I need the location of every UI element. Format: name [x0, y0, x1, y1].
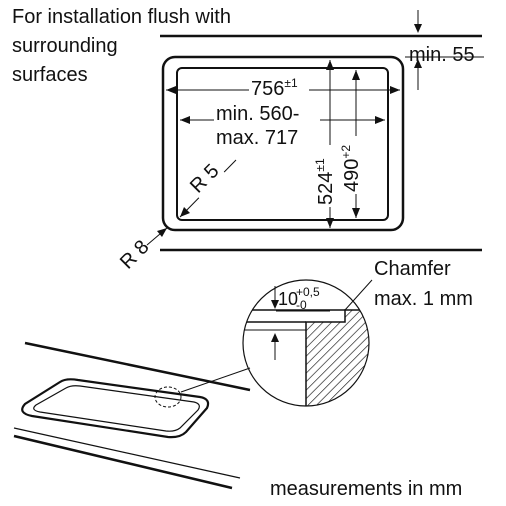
overall-width-value: 756: [251, 78, 284, 100]
recess-depth-label: 10: [278, 289, 298, 309]
inner-radius-arrowhead: [180, 207, 190, 217]
svg-text:756±1: 756±1: [251, 76, 298, 100]
hatched-worktop-section: [305, 309, 369, 406]
cutout-depth-label: 490+2: [339, 136, 363, 194]
detail-leader: [180, 367, 251, 393]
recess-tolerance-upper: +0,5: [296, 285, 320, 299]
cutout-depth-arrow-top: [352, 70, 360, 80]
cutout-width-max-label: max. 717: [216, 127, 298, 149]
cutout-width-arrow-left: [180, 116, 190, 124]
overall-depth-value: 524: [315, 172, 337, 205]
cutout-depth-arrow-bottom: [352, 208, 360, 218]
perspective-hob-outer: [21, 378, 210, 439]
cutout-width-label: min. 560- max. 717: [214, 103, 320, 149]
recess-dim-arrowhead-top: [271, 300, 279, 309]
recess-depth-value: 10: [278, 289, 298, 309]
svg-text:524±1: 524±1: [313, 158, 337, 205]
outer-radius-label: R 8: [116, 236, 154, 274]
inner-radius-label: R 5: [186, 160, 224, 198]
cutout-depth-value: 490: [341, 159, 363, 192]
recess-dim-arrowhead-bottom: [271, 333, 279, 342]
recess-tolerance-lower: -0: [296, 298, 307, 312]
units-note: measurements in mm: [270, 478, 463, 500]
overall-width-label: 756±1: [249, 76, 309, 100]
perspective-worktop-line-2: [13, 427, 241, 479]
overall-depth-tolerance: ±1: [313, 158, 327, 172]
edge-dim-arrowhead-top: [414, 24, 422, 33]
heading-line-2: surrounding: [12, 35, 118, 57]
chamfer-label: Chamfer: [374, 258, 451, 280]
overall-width-tolerance: ±1: [284, 76, 298, 90]
chamfer-value: max. 1 mm: [374, 288, 473, 310]
detail-section: [243, 309, 369, 406]
cutout-width-min-label: min. 560-: [216, 103, 299, 125]
detail-marker: [154, 386, 182, 408]
overall-depth-label: 524±1: [313, 145, 337, 207]
overall-depth-arrow-bottom: [326, 218, 334, 228]
overall-width-arrow-right: [390, 86, 400, 94]
cutout-outline: [176, 67, 389, 221]
heading-line-1: For installation flush with: [12, 6, 231, 28]
chamfer-leader: [344, 279, 373, 311]
overall-width-arrow-left: [166, 86, 176, 94]
perspective-hob-inner: [33, 385, 200, 432]
hob-outer-frame: [161, 55, 405, 232]
cutout-depth-tolerance: +2: [339, 145, 353, 159]
min-edge-depth-label: min. 55: [409, 44, 475, 66]
heading-line-3: surfaces: [12, 64, 88, 86]
outer-radius-arrowhead: [157, 228, 167, 237]
overall-depth-arrow-top: [326, 60, 334, 70]
perspective-worktop-line-3: [13, 434, 233, 490]
svg-text:490+2: 490+2: [339, 145, 363, 192]
perspective-worktop-line-1: [24, 341, 251, 392]
cutout-width-arrow-right: [375, 116, 385, 124]
edge-dim-arrowhead-bottom: [414, 59, 422, 68]
